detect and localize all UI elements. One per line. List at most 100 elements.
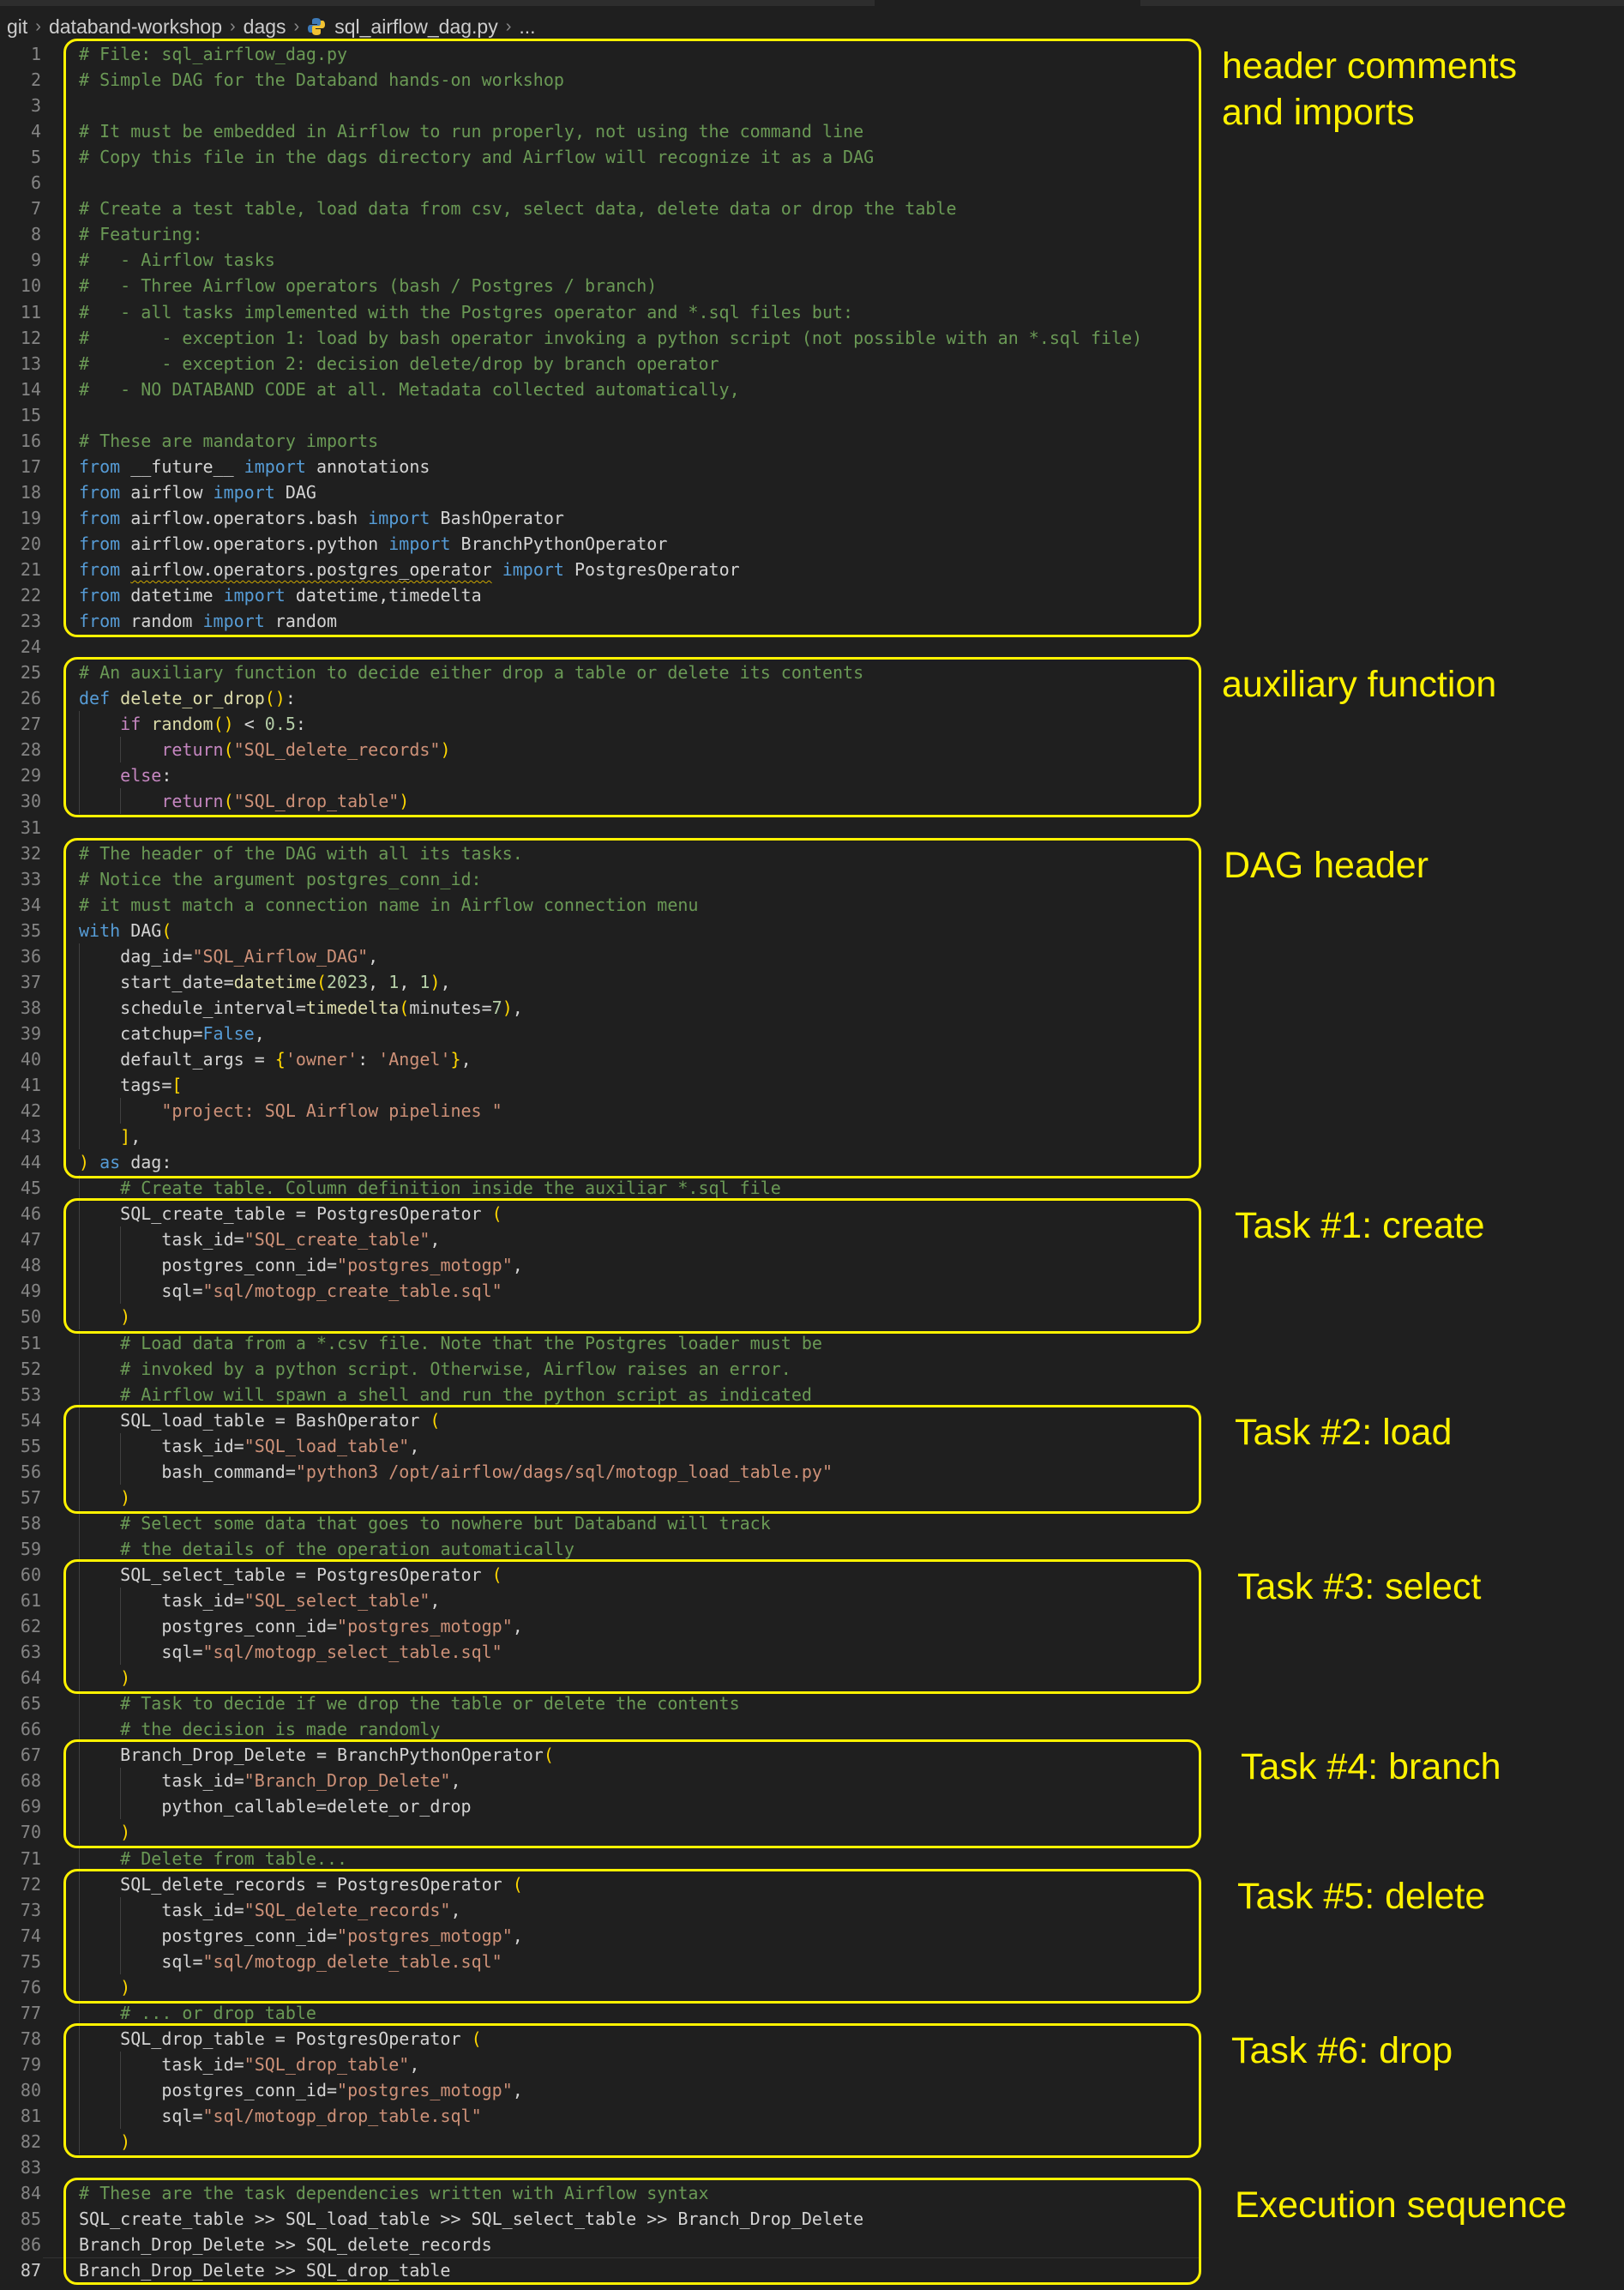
code-line[interactable]: 48 postgres_conn_id="postgres_motogp",: [0, 1252, 1624, 1278]
code-line[interactable]: 16# These are mandatory imports: [0, 428, 1624, 454]
code-line[interactable]: 71 # Delete from table...: [0, 1846, 1624, 1871]
code-line[interactable]: 82 ): [0, 2129, 1624, 2154]
code-line[interactable]: 10# - Three Airflow operators (bash / Po…: [0, 273, 1624, 298]
code-line[interactable]: 4# It must be embedded in Airflow to run…: [0, 118, 1624, 144]
code-line[interactable]: 30 return("SQL_drop_table"): [0, 788, 1624, 814]
code-line[interactable]: 66 # the decision is made randomly: [0, 1716, 1624, 1742]
code-line[interactable]: 55 task_id="SQL_load_table",: [0, 1433, 1624, 1459]
code-line[interactable]: 36 dag_id="SQL_Airflow_DAG",: [0, 943, 1624, 969]
code-line[interactable]: 49 sql="sql/motogp_create_table.sql": [0, 1278, 1624, 1304]
breadcrumb-item-folder[interactable]: dags: [243, 15, 286, 38]
code-line[interactable]: 24: [0, 634, 1624, 660]
code-text: # Airflow will spawn a shell and run the…: [120, 1383, 812, 1405]
code-line[interactable]: 5# Copy this file in the dags directory …: [0, 144, 1624, 170]
line-number: 86: [20, 2234, 41, 2256]
code-line[interactable]: 52 # invoked by a python script. Otherwi…: [0, 1356, 1624, 1382]
code-line[interactable]: 29 else:: [0, 762, 1624, 788]
code-line[interactable]: 47 task_id="SQL_create_table",: [0, 1226, 1624, 1252]
code-line[interactable]: 15: [0, 402, 1624, 428]
code-line[interactable]: 84# These are the task dependencies writ…: [0, 2180, 1624, 2206]
code-line[interactable]: 7# Create a test table, load data from c…: [0, 196, 1624, 221]
code-line[interactable]: 11# - all tasks implemented with the Pos…: [0, 299, 1624, 325]
code-line[interactable]: 54 SQL_load_table = BashOperator (: [0, 1407, 1624, 1433]
code-line[interactable]: 58 # Select some data that goes to nowhe…: [0, 1510, 1624, 1536]
code-line[interactable]: 28 return("SQL_delete_records"): [0, 737, 1624, 762]
code-line[interactable]: 78 SQL_drop_table = PostgresOperator (: [0, 2026, 1624, 2052]
code-line[interactable]: 67 Branch_Drop_Delete = BranchPythonOper…: [0, 1742, 1624, 1768]
code-line[interactable]: 2# Simple DAG for the Databand hands-on …: [0, 67, 1624, 93]
code-line[interactable]: 73 task_id="SQL_delete_records",: [0, 1897, 1624, 1923]
breadcrumb-item-git[interactable]: git: [7, 15, 28, 38]
code-line[interactable]: 13# - exception 2: decision delete/drop …: [0, 351, 1624, 377]
line-number: 23: [20, 611, 41, 632]
code-text: # Simple DAG for the Databand hands-on w…: [79, 69, 564, 91]
code-line[interactable]: 38 schedule_interval=timedelta(minutes=7…: [0, 995, 1624, 1021]
code-line[interactable]: 31: [0, 815, 1624, 841]
code-line[interactable]: 50 ): [0, 1304, 1624, 1329]
code-line[interactable]: 64 ): [0, 1665, 1624, 1690]
code-line[interactable]: 34# it must match a connection name in A…: [0, 892, 1624, 918]
code-line[interactable]: 72 SQL_delete_records = PostgresOperator…: [0, 1871, 1624, 1897]
code-line[interactable]: 56 bash_command="python3 /opt/airflow/da…: [0, 1459, 1624, 1485]
line-number: 4: [30, 121, 41, 142]
code-line[interactable]: 80 postgres_conn_id="postgres_motogp",: [0, 2077, 1624, 2103]
code-line[interactable]: 75 sql="sql/motogp_delete_table.sql": [0, 1949, 1624, 1974]
code-line[interactable]: 68 task_id="Branch_Drop_Delete",: [0, 1768, 1624, 1793]
code-line[interactable]: 63 sql="sql/motogp_select_table.sql": [0, 1639, 1624, 1665]
code-line[interactable]: 44) as dag:: [0, 1149, 1624, 1175]
code-line[interactable]: 37 start_date=datetime(2023, 1, 1),: [0, 969, 1624, 995]
code-line[interactable]: 53 # Airflow will spawn a shell and run …: [0, 1382, 1624, 1407]
code-line[interactable]: 60 SQL_select_table = PostgresOperator (: [0, 1562, 1624, 1588]
code-line[interactable]: 76 ): [0, 1974, 1624, 2000]
code-line[interactable]: 77 # ... or drop table: [0, 2000, 1624, 2026]
code-line[interactable]: 61 task_id="SQL_select_table",: [0, 1588, 1624, 1613]
code-line[interactable]: 3: [0, 93, 1624, 118]
code-line[interactable]: 39 catchup=False,: [0, 1021, 1624, 1046]
code-line[interactable]: 59 # the details of the operation automa…: [0, 1536, 1624, 1562]
breadcrumb-item-file[interactable]: sql_airflow_dag.py: [334, 15, 498, 38]
code-line[interactable]: 8# Featuring:: [0, 221, 1624, 247]
breadcrumb-item-repo[interactable]: databand-workshop: [48, 15, 222, 38]
code-line[interactable]: 14# - NO DATABAND CODE at all. Metadata …: [0, 377, 1624, 402]
code-line[interactable]: 45 # Create table. Column definition ins…: [0, 1175, 1624, 1201]
code-line[interactable]: 65 # Task to decide if we drop the table…: [0, 1690, 1624, 1716]
code-line[interactable]: 40 default_args = {'owner': 'Angel'},: [0, 1046, 1624, 1072]
code-text: # - exception 1: load by bash operator i…: [79, 327, 1143, 348]
code-line[interactable]: 51 # Load data from a *.csv file. Note t…: [0, 1330, 1624, 1356]
annotation-label: Task #5: delete: [1237, 1875, 1486, 1917]
code-line[interactable]: 81 sql="sql/motogp_drop_table.sql": [0, 2103, 1624, 2129]
code-line[interactable]: 69 python_callable=delete_or_drop: [0, 1793, 1624, 1819]
code-line[interactable]: 1# File: sql_airflow_dag.py: [0, 41, 1624, 67]
code-line[interactable]: 62 postgres_conn_id="postgres_motogp",: [0, 1613, 1624, 1639]
code-line[interactable]: 6: [0, 170, 1624, 196]
code-line[interactable]: 74 postgres_conn_id="postgres_motogp",: [0, 1923, 1624, 1949]
code-line[interactable]: 41 tags=[: [0, 1072, 1624, 1098]
breadcrumb-item-symbols[interactable]: ...: [519, 15, 536, 38]
code-line[interactable]: 9# - Airflow tasks: [0, 247, 1624, 273]
code-line[interactable]: 70 ): [0, 1819, 1624, 1845]
code-line[interactable]: 33# Notice the argument postgres_conn_id…: [0, 866, 1624, 892]
code-line[interactable]: 12# - exception 1: load by bash operator…: [0, 325, 1624, 351]
code-line[interactable]: 46 SQL_create_table = PostgresOperator (: [0, 1201, 1624, 1226]
code-line[interactable]: 83: [0, 2154, 1624, 2180]
code-line[interactable]: 42 "project: SQL Airflow pipelines ": [0, 1098, 1624, 1124]
code-line[interactable]: 79 task_id="SQL_drop_table",: [0, 2052, 1624, 2077]
code-line[interactable]: 25# An auxiliary function to decide eith…: [0, 660, 1624, 685]
code-line[interactable]: 57 ): [0, 1485, 1624, 1510]
code-line[interactable]: 27 if random() < 0.5:: [0, 711, 1624, 737]
code-line[interactable]: 32# The header of the DAG with all its t…: [0, 841, 1624, 866]
code-line[interactable]: 43 ],: [0, 1124, 1624, 1149]
code-text: ): [120, 1486, 131, 1508]
